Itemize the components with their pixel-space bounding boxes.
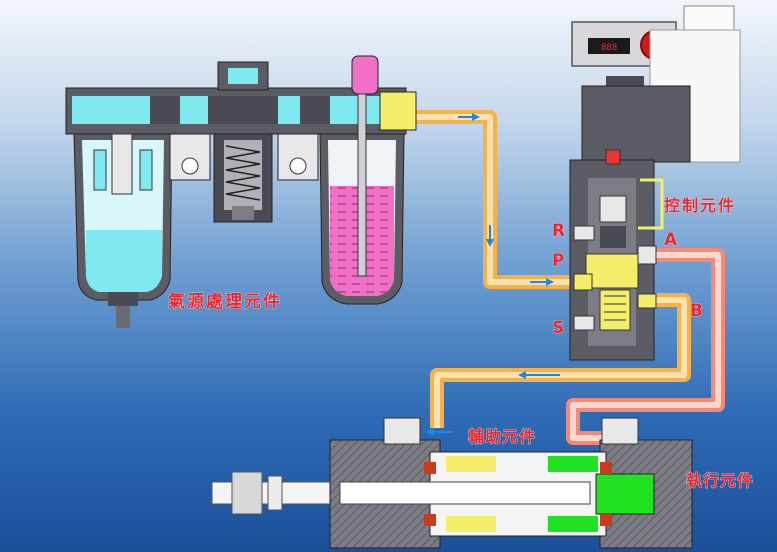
filter-bowl bbox=[73, 133, 173, 328]
port-r: R bbox=[552, 221, 565, 241]
pneumatic-cylinder bbox=[211, 417, 693, 549]
exhaust-line bbox=[566, 248, 725, 445]
panel-display: 888 bbox=[601, 43, 617, 53]
label-actuator: 執行元件 bbox=[686, 471, 754, 490]
flow-arrows bbox=[426, 113, 560, 436]
air-source-unit bbox=[65, 55, 417, 328]
port-s: S bbox=[552, 318, 564, 338]
port-b: B bbox=[690, 301, 703, 321]
label-air-source: 氣源處理元件 bbox=[168, 291, 282, 312]
port-a: A bbox=[664, 230, 678, 250]
pressure-regulator bbox=[169, 61, 319, 223]
lubricator-bowl bbox=[319, 55, 405, 305]
label-control: 控制元件 bbox=[664, 196, 736, 215]
port-p: P bbox=[552, 251, 564, 271]
label-auxiliary: 輔助元件 bbox=[468, 427, 536, 446]
control-valve: 888 bbox=[569, 5, 741, 361]
